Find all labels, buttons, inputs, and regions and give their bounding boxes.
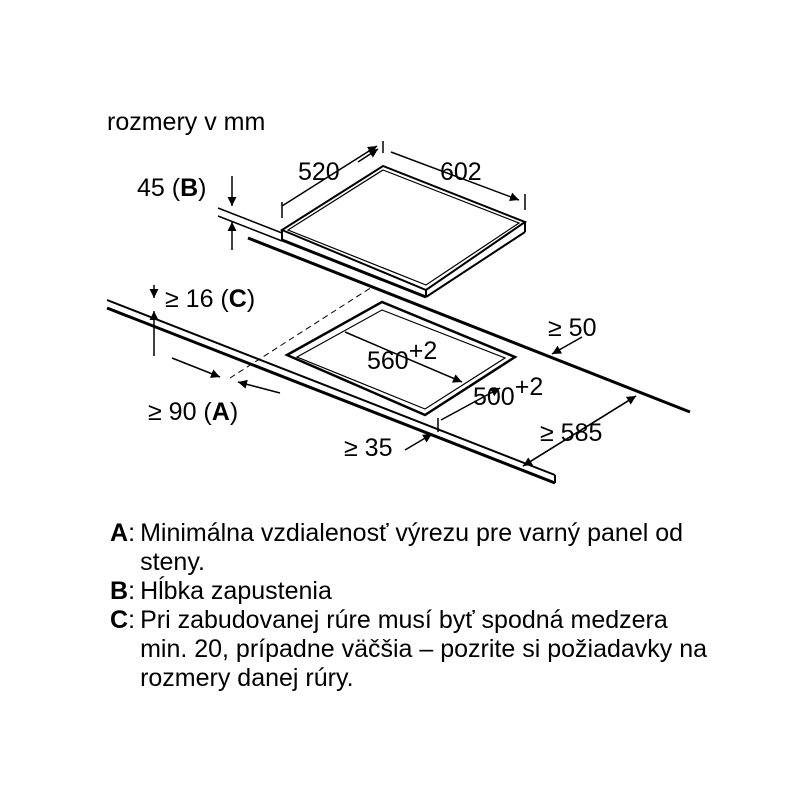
gap-label: ≥ 16 (C) — [165, 285, 255, 313]
worktop-outline — [106, 236, 691, 485]
legend-item-c: C : Pri zabudovanej rúre musí byť spodná… — [110, 606, 710, 693]
front-clearance-label: ≥ 35 — [344, 434, 392, 462]
cutout-depth-tolerance: +2 — [515, 373, 544, 401]
gap-key: C — [229, 285, 247, 313]
legend-text: Hĺbka zapustenia — [140, 577, 332, 605]
back-clearance-label: ≥ 50 — [548, 314, 596, 342]
worktop-depth-dimension — [522, 395, 637, 467]
cutout-outline — [284, 300, 518, 417]
units-caption: rozmery v mm — [107, 108, 265, 136]
cutout-width-value: 560 — [367, 347, 409, 375]
legend-item-a: A : Minimálna vzdialenosť výrezu pre var… — [110, 519, 710, 577]
wall-clearance-value: ≥ 90 — [148, 398, 196, 426]
legend-key: B — [110, 577, 129, 605]
wall-clearance-dimension — [171, 357, 281, 394]
recess-dimension — [217, 176, 283, 250]
cutout-width-label: 560+2 — [367, 337, 437, 375]
wall-clearance-key: A — [212, 398, 230, 426]
legend-key: A — [110, 519, 129, 547]
projection-line — [229, 286, 373, 379]
wall-clearance-label: ≥ 90 (A) — [148, 398, 238, 426]
recess-label: 45 (B) — [137, 174, 206, 202]
worktop-depth-label: ≥ 585 — [540, 419, 602, 447]
hob-width-label: 602 — [440, 158, 482, 186]
cutout-dimension-lines — [344, 331, 501, 421]
legend-text: Pri zabudovanej rúre musí byť spodná med… — [140, 606, 708, 692]
legend-item-b: B : Hĺbka zapustenia — [110, 577, 710, 606]
gap-value: ≥ 16 — [165, 285, 213, 313]
cutout-depth-label: 500+2 — [473, 373, 543, 411]
recess-key: B — [180, 174, 198, 202]
back-clearance-arrow — [551, 336, 583, 355]
legend: A : Minimálna vzdialenosť výrezu pre var… — [110, 519, 710, 693]
recess-value: 45 — [137, 174, 165, 202]
hob-outline — [279, 164, 528, 299]
legend-text: Minimálna vzdialenosť výrezu pre varný p… — [140, 519, 684, 576]
cutout-width-tolerance: +2 — [409, 337, 438, 365]
cutout-depth-value: 500 — [473, 383, 515, 411]
hob-depth-label: 520 — [298, 158, 340, 186]
front-clearance-dimension — [404, 418, 439, 451]
hob-dimension-lines — [281, 141, 526, 218]
legend-key: C — [110, 606, 129, 634]
